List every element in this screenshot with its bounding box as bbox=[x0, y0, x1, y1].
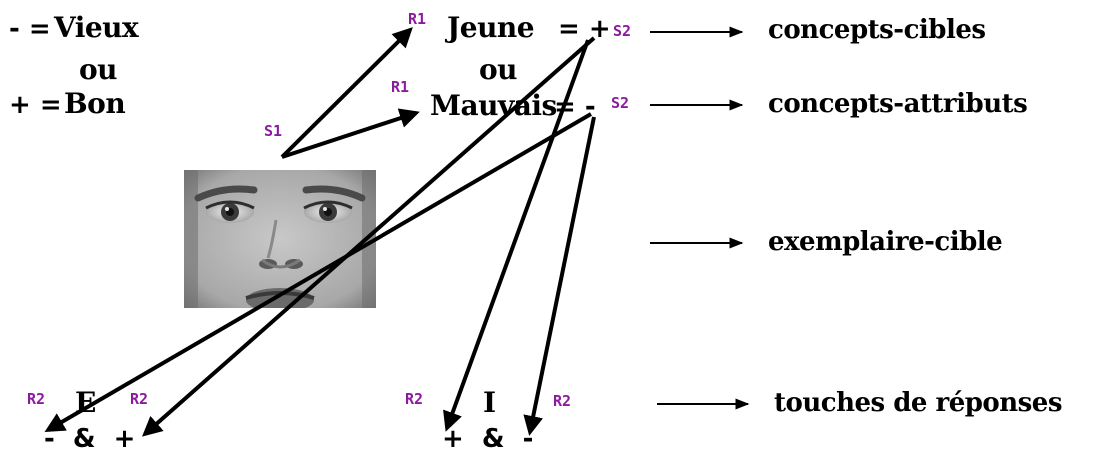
marker-s2-top: S2 bbox=[613, 22, 632, 40]
arrow-s1-to-jeune bbox=[280, 27, 413, 159]
target-exemplar-face-image bbox=[184, 170, 376, 308]
arrow-s1-to-mauvais bbox=[281, 108, 420, 159]
arrow-s2-top-to-right-plus bbox=[443, 39, 590, 432]
arrow-s2-top-to-left-plus bbox=[142, 36, 596, 437]
marker-s1: S1 bbox=[264, 122, 283, 140]
label-concepts-cibles: concepts-cibles bbox=[768, 15, 986, 45]
attribute-concept-mauvais: Mauvais bbox=[430, 89, 557, 122]
marker-r2-left-2: R2 bbox=[130, 390, 149, 408]
arrow-s2-bottom-to-right-minus bbox=[523, 116, 596, 436]
marker-r2-left-1: R2 bbox=[27, 390, 46, 408]
target-concept-jeune: Jeune bbox=[447, 11, 535, 44]
target-concept-sign: = + bbox=[558, 14, 611, 44]
center-ou: ou bbox=[479, 53, 518, 86]
key-signs-right: + & - bbox=[442, 424, 534, 454]
marker-r2-right-2: R2 bbox=[553, 392, 572, 410]
legend-vieux: Vieux bbox=[54, 11, 139, 44]
arrow-s2-bottom-to-left-minus bbox=[44, 112, 593, 433]
marker-s2-bottom: S2 bbox=[611, 94, 630, 112]
label-touches-de-reponses: touches de réponses bbox=[774, 388, 1062, 418]
legend-ou: ou bbox=[79, 53, 118, 86]
marker-r1-top: R1 bbox=[408, 10, 427, 28]
marker-r2-right-1: R2 bbox=[405, 390, 424, 408]
key-letter-i: I bbox=[483, 386, 496, 419]
legend-plus-equals: + = bbox=[9, 90, 62, 120]
label-exemplaire-cible: exemplaire-cible bbox=[768, 227, 1003, 257]
marker-r1-middle: R1 bbox=[391, 78, 410, 96]
legend-bon: Bon bbox=[64, 87, 126, 120]
key-signs-left: - & + bbox=[44, 424, 136, 454]
label-concepts-attributs: concepts-attributs bbox=[768, 89, 1028, 119]
legend-minus-equals: - = bbox=[9, 14, 51, 44]
